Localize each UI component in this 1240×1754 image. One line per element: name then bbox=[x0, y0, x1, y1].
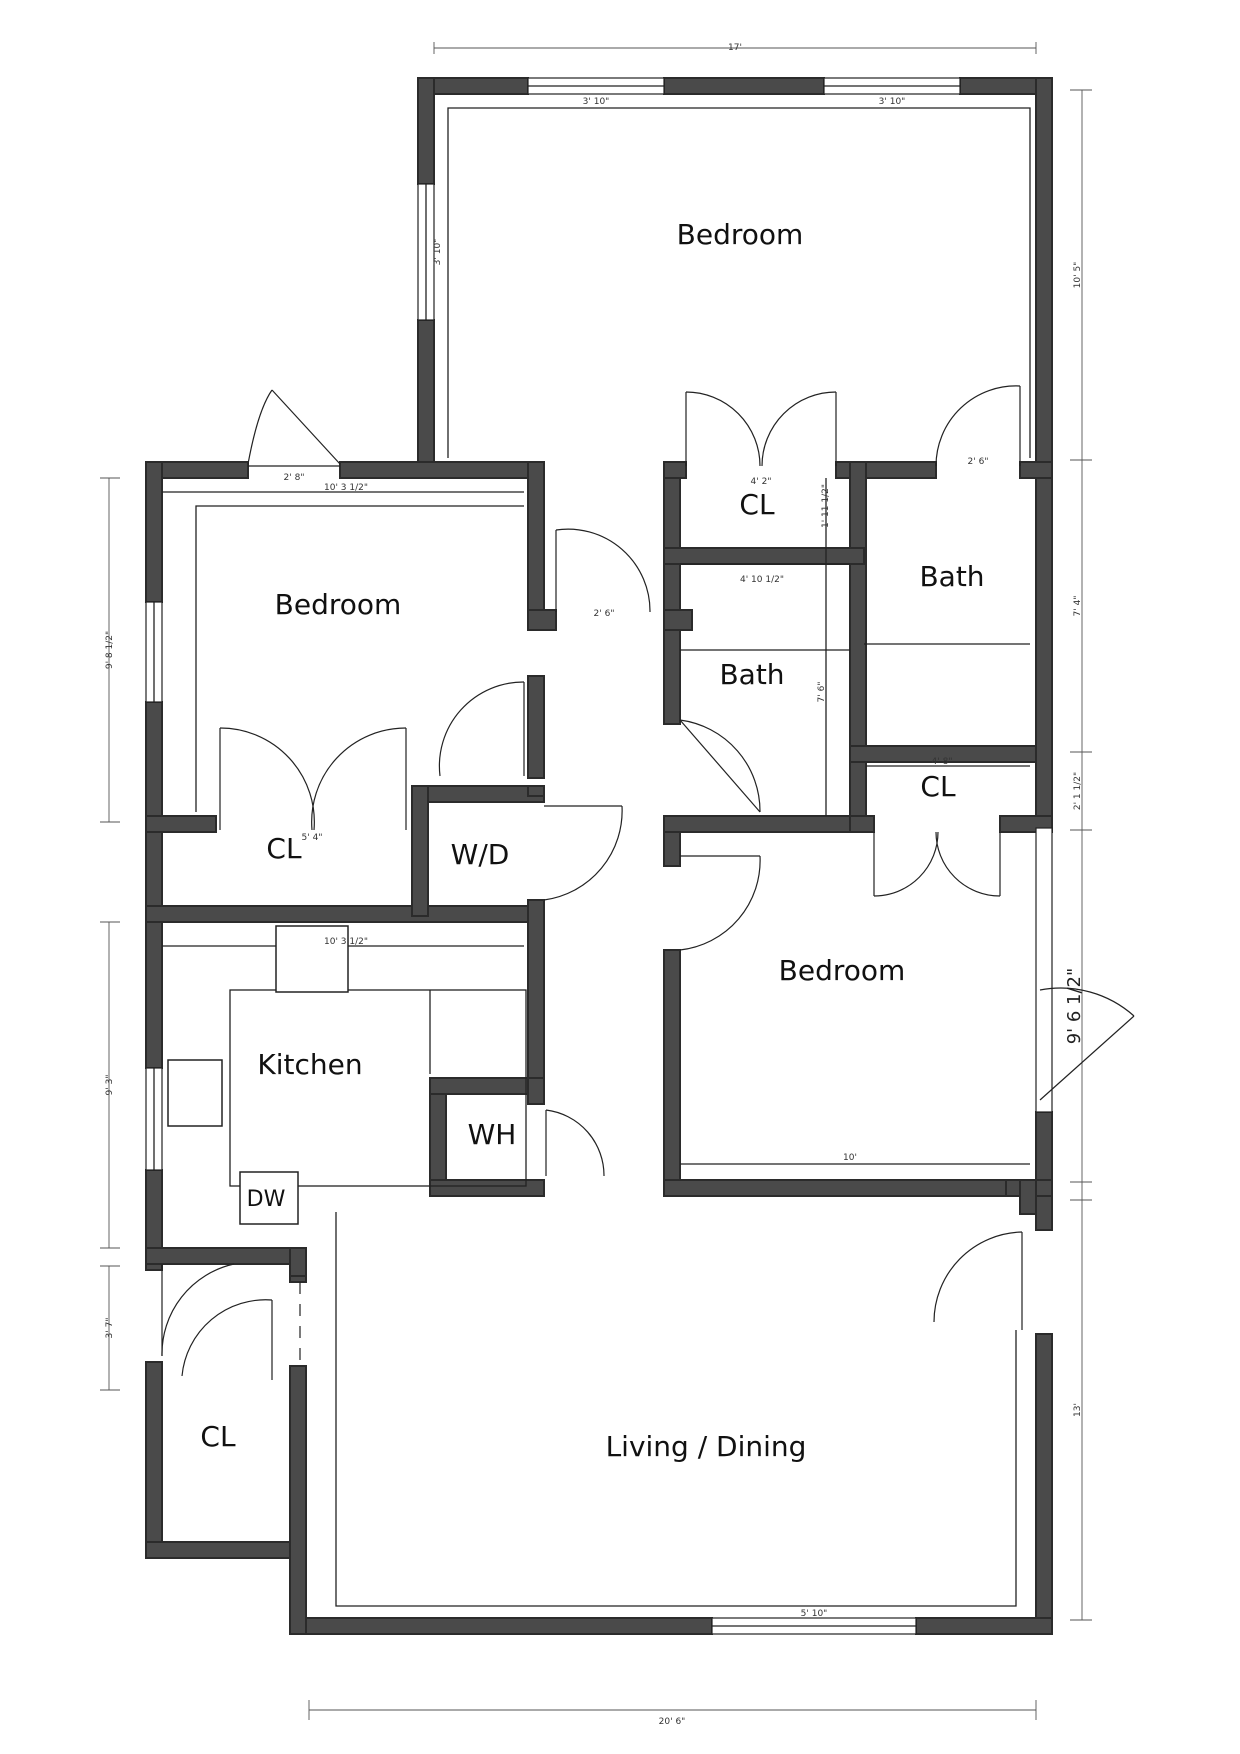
doors bbox=[161, 385, 1135, 1380]
dim-bottom-width: 20' 6" bbox=[659, 1717, 686, 1727]
room-label-bedroom-main: Bedroom bbox=[677, 218, 804, 251]
dim-living-window: 5' 10" bbox=[801, 1609, 828, 1619]
dim-cl-top-depth: 1' 11 1/2" bbox=[821, 484, 831, 528]
dim-right-mid: 7' 4" bbox=[1073, 596, 1083, 617]
room-label-wd: W/D bbox=[451, 838, 510, 871]
room-label-cl-bottom: CL bbox=[200, 1420, 236, 1453]
dim-cl-right-width: 4' 8" bbox=[932, 757, 953, 767]
dim-left-bedroom-height: 9' 8 1/2" bbox=[105, 631, 115, 669]
dim-bath-height: 7' 6" bbox=[817, 682, 827, 703]
room-label-dw: DW bbox=[247, 1187, 286, 1212]
dim-window-top-2: 3' 10" bbox=[879, 97, 906, 107]
dim-bath-width: 4' 10 1/2" bbox=[740, 575, 784, 585]
room-label-wh: WH bbox=[468, 1118, 517, 1151]
room-label-bedroom-right: Bedroom bbox=[779, 954, 906, 987]
room-label-cl-top: CL bbox=[739, 488, 775, 521]
dim-top-width: 17' bbox=[728, 43, 742, 53]
dim-right-small: 2' 1 1/2" bbox=[1073, 772, 1083, 810]
dim-right-top: 10' 5" bbox=[1073, 262, 1083, 289]
room-outlines bbox=[162, 107, 1031, 1607]
dim-left-bottom: 3' 7" bbox=[105, 1318, 115, 1339]
room-labels: Bedroom Bedroom Bedroom CL CL CL CL Bath… bbox=[200, 218, 984, 1463]
dim-kitchen-height: 9' 3" bbox=[105, 1075, 115, 1096]
walls bbox=[145, 77, 1053, 1635]
windows bbox=[145, 77, 1053, 1635]
dim-cl-top-door: 4' 2" bbox=[751, 477, 772, 487]
room-label-living: Living / Dining bbox=[606, 1430, 807, 1463]
room-label-cl-left: CL bbox=[266, 832, 302, 865]
dim-window-top-1: 3' 10" bbox=[583, 97, 610, 107]
dim-hall-door: 2' 6" bbox=[594, 609, 615, 619]
dim-left-bedroom-width: 10' 3 1/2" bbox=[324, 483, 368, 493]
dim-window-main-left: 3' 10" bbox=[433, 239, 443, 266]
dim-entry-door: 2' 8" bbox=[284, 473, 305, 483]
dimension-labels: 17' 10' 5" 7' 4" 2' 1 1/2" 9' 6 1/2" 13'… bbox=[105, 43, 1085, 1727]
dim-cl-left-door: 5' 4" bbox=[302, 833, 323, 843]
room-label-cl-right: CL bbox=[920, 770, 956, 803]
dimension-lines bbox=[100, 42, 1092, 1720]
dim-right-bottom: 13' bbox=[1073, 1403, 1083, 1417]
dim-right-bedroom: 9' 6 1/2" bbox=[1064, 968, 1085, 1045]
dim-bedroom-right-width: 10' bbox=[843, 1153, 857, 1163]
room-label-bath-mid: Bath bbox=[719, 658, 784, 691]
dim-bath-top-door: 2' 6" bbox=[968, 457, 989, 467]
room-label-bedroom-left: Bedroom bbox=[275, 588, 402, 621]
room-label-kitchen: Kitchen bbox=[257, 1048, 362, 1081]
dim-kitchen-width: 10' 3 1/2" bbox=[324, 937, 368, 947]
room-label-bath-top: Bath bbox=[919, 560, 984, 593]
